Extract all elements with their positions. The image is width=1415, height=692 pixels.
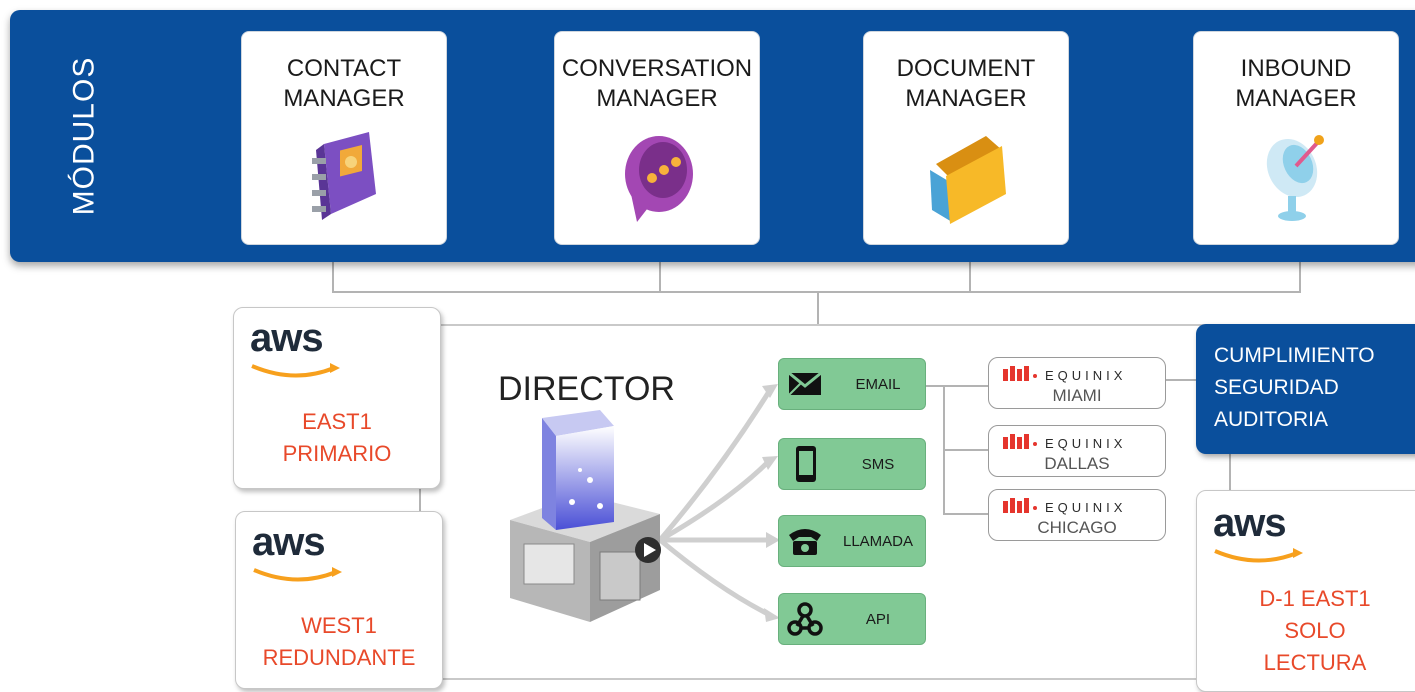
region-role: REDUNDANTE — [262, 645, 416, 670]
channel-label: API — [865, 610, 891, 628]
address-book-icon — [312, 132, 376, 220]
region-name: EAST1 — [302, 409, 372, 434]
aws-smile-icon — [251, 363, 340, 378]
datacenter-chicago[interactable]: EQUINIX CHICAGO — [988, 489, 1166, 541]
channel-api[interactable]: API — [778, 593, 926, 645]
compliance-box[interactable]: CUMPLIMIENTO SEGURIDAD AUDITORIA — [1196, 324, 1415, 454]
equinix-logo-icon — [1003, 366, 1037, 381]
compliance-line: CUMPLIMIENTO — [1214, 344, 1375, 367]
datacenter-dallas[interactable]: EQUINIX DALLAS — [988, 425, 1166, 477]
compliance-line: SEGURIDAD — [1214, 376, 1339, 399]
director-title: DIRECTOR — [498, 370, 675, 408]
phone-icon — [796, 446, 816, 482]
webhook-icon — [787, 602, 823, 636]
satellite-dish-icon — [1266, 135, 1324, 221]
aws-logo: aws — [252, 520, 326, 564]
aws-smile-icon — [253, 567, 342, 582]
aws-smile-icon — [1214, 548, 1303, 563]
channel-sms[interactable]: SMS — [778, 438, 926, 490]
channel-email[interactable]: EMAIL — [778, 358, 926, 410]
channel-label: EMAIL — [855, 375, 901, 393]
aws-east1-card[interactable]: aws EAST1 PRIMARIO — [233, 307, 441, 489]
channel-label: SMS — [861, 455, 895, 473]
aws-logo: aws — [1213, 501, 1287, 545]
equinix-logo-icon — [1003, 434, 1037, 449]
telephone-icon — [789, 529, 821, 555]
compliance-line: AUDITORIA — [1214, 408, 1328, 431]
region-name: WEST1 — [301, 613, 377, 638]
datacenter-city: CHICAGO — [1037, 518, 1117, 537]
director-server-icon — [510, 410, 661, 622]
aws-west1-card[interactable]: aws WEST1 REDUNDANTE — [235, 511, 443, 689]
datacenter-brand: EQUINIX — [1045, 368, 1127, 383]
region-name: D-1 EAST1 — [1259, 586, 1371, 611]
region-role: PRIMARIO — [282, 441, 392, 466]
datacenter-city: DALLAS — [1044, 454, 1110, 473]
region-role: SOLO — [1284, 618, 1346, 643]
aws-dr-card[interactable]: aws D-1 EAST1 SOLO LECTURA — [1196, 490, 1415, 692]
chat-bubble-icon — [625, 136, 693, 222]
datacenter-city: MIAMI — [1052, 386, 1102, 405]
region-access: LECTURA — [1263, 650, 1367, 675]
envelope-icon — [788, 371, 822, 396]
aws-logo: aws — [250, 316, 324, 360]
channel-label: LLAMADA — [842, 532, 914, 550]
channel-llamada[interactable]: LLAMADA — [778, 515, 926, 567]
datacenter-brand: EQUINIX — [1045, 436, 1127, 451]
equinix-logo-icon — [1003, 498, 1037, 513]
datacenter-brand: EQUINIX — [1045, 500, 1127, 515]
modules-title: MÓDULOS — [67, 56, 100, 216]
folder-icon — [930, 136, 1006, 224]
datacenter-miami[interactable]: EQUINIX MIAMI — [988, 357, 1166, 409]
